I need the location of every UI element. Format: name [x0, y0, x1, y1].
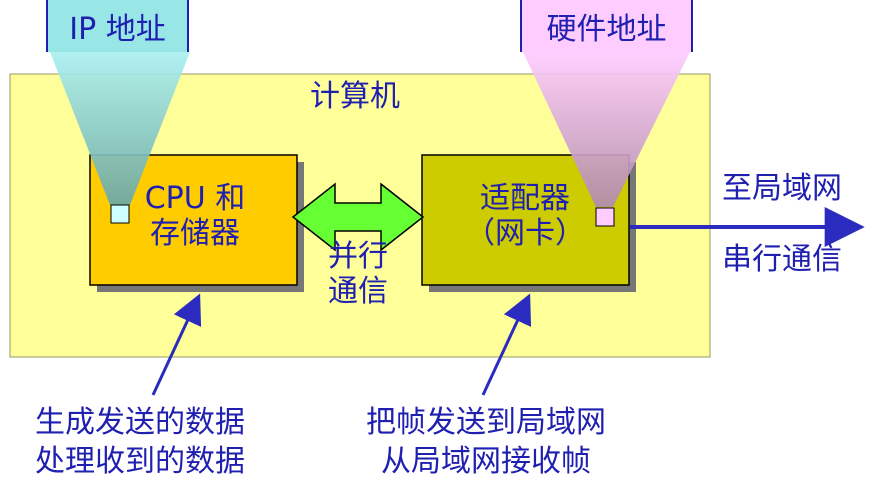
cpu-note: 生成发送的数据 处理收到的数据: [35, 403, 245, 481]
ip-address-beam: [50, 52, 190, 205]
to-lan-label: 至局域网: [722, 171, 842, 206]
cpu-label-line-1: CPU 和: [144, 181, 246, 216]
parallel-label-line-1: 并行: [328, 239, 388, 274]
cpu-note-line-1: 生成发送的数据: [35, 405, 245, 440]
adapter-note-line-1: 把帧发送到局域网: [366, 405, 606, 440]
adapter-note-line-2: 从局域网接收帧: [381, 444, 591, 479]
hardware-address-tag: 硬件地址: [520, 0, 693, 52]
ip-address-tag: IP 地址: [46, 0, 189, 52]
computer-label: 计算机: [310, 79, 400, 114]
adapter-note: 把帧发送到局域网 从局域网接收帧: [338, 403, 634, 481]
adapter-label-line-1: 适配器: [480, 181, 570, 216]
parallel-double-arrow: [291, 182, 425, 252]
adapter-pointer-arrow: [481, 293, 532, 396]
cpu-pointer-arrow: [151, 293, 202, 396]
hardware-address-label: 硬件地址: [546, 12, 667, 47]
cpu-memory-label: CPU 和 存储器: [120, 181, 270, 251]
parallel-label-line-2: 通信: [328, 273, 388, 309]
ip-address-port: [110, 204, 130, 224]
hardware-address-beam: [523, 52, 690, 207]
cpu-note-line-2: 处理收到的数据: [35, 444, 245, 479]
adapter-label-line-2: （网卡）: [465, 215, 585, 251]
hardware-address-port: [595, 207, 615, 227]
adapter-label: 适配器 （网卡）: [445, 181, 605, 251]
cpu-label-line-2: 存储器: [150, 215, 240, 251]
parallel-communication-label: 并行 通信: [313, 239, 403, 309]
ip-address-label: IP 地址: [69, 12, 166, 47]
serial-communication-label: 串行通信: [722, 242, 842, 277]
